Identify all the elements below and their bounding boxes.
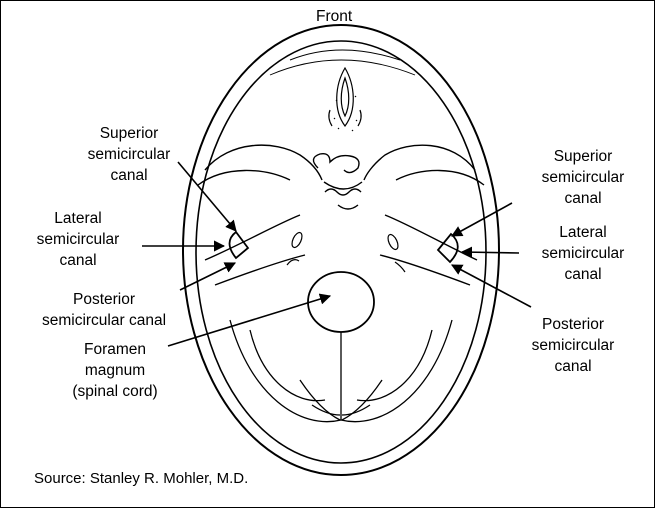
inner-ear-right: [438, 234, 458, 262]
right-lateral-label: Lateral semicircular canal: [523, 222, 643, 285]
crista-galli: [270, 50, 415, 131]
right-posterior-label: Posterior semicircular canal: [518, 314, 628, 377]
occipital-fossa: [230, 320, 452, 422]
source-credit: Source: Stanley R. Mohler, M.D.: [34, 470, 248, 487]
arrows: [142, 162, 531, 346]
sphenoid-ridges: [198, 145, 484, 285]
foramen-magnum-label: Foramen magnum (spinal cord): [60, 339, 170, 402]
foramen-magnum: [308, 272, 374, 332]
front-label: Front: [316, 6, 352, 27]
left-superior-label: Superior semicircular canal: [74, 123, 184, 186]
right-superior-label: Superior semicircular canal: [528, 146, 638, 209]
left-posterior-label: Posterior semicircular canal: [26, 289, 182, 331]
left-lateral-label: Lateral semicircular canal: [20, 208, 136, 271]
foramina: [287, 231, 405, 272]
